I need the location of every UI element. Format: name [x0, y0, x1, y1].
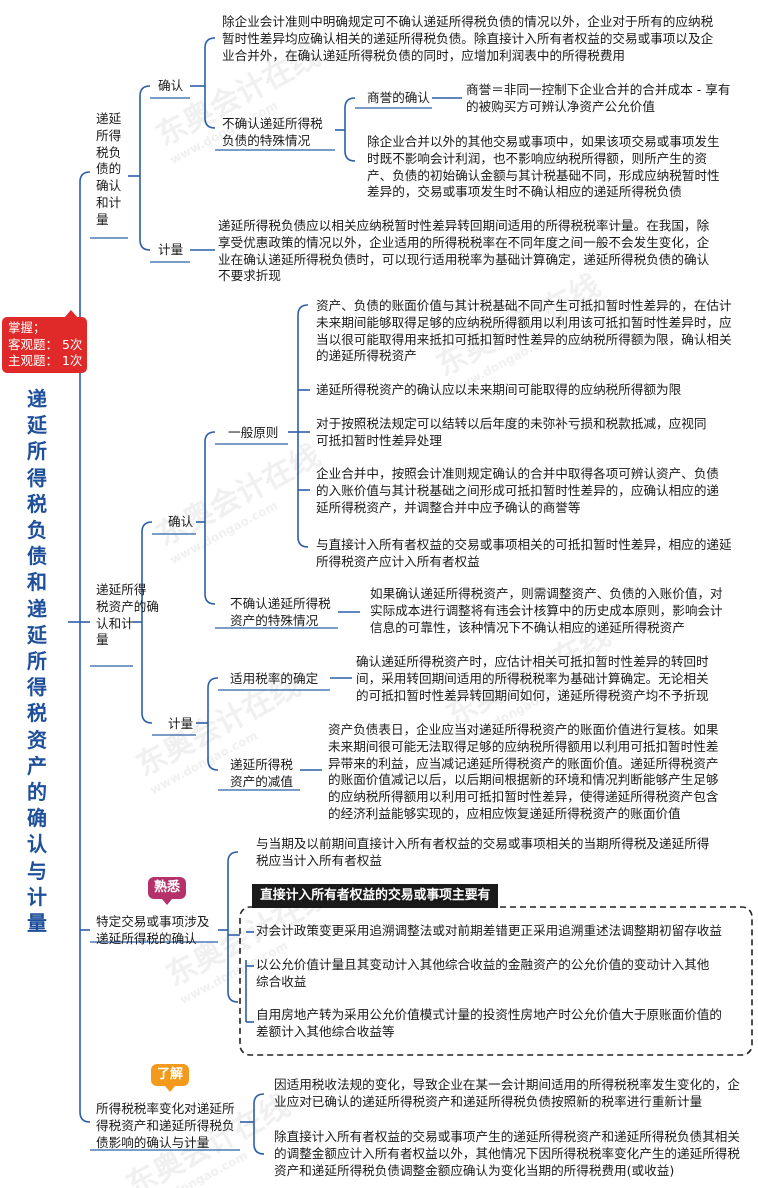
- equity-item-3: 自用房地产转为采用公允价值模式计量的投资性房地产时公允价值大于原账面价值的 差额…: [256, 1007, 722, 1039]
- principle-item-1: 资产、负债的账面价值与其计税基础不同产生可抵扣暂时性差异的，在估计 未来期间能够…: [316, 298, 732, 364]
- rate-change-text-2: 除直接计入所有者权益的交易或事项产生的递延所得税资产和递延所得税负债其相关 的调…: [274, 1129, 740, 1178]
- special-label: 特定交易或事项涉及 递延所得税的确认: [96, 914, 210, 946]
- rate-change-text-1: 因适用税收法规的变化，导致企业在某一会计期间适用的所得税税率发生变化的，企 业应…: [274, 1077, 740, 1109]
- liability-label: 递延 所得 税负 债的 确认 和计 量: [96, 111, 122, 227]
- rate-determination-label: 适用税率的确定: [230, 671, 319, 686]
- liability-measure-label: 计量: [158, 242, 184, 257]
- liability-recognize-label: 确认: [158, 78, 184, 93]
- asset-measure-label: 计量: [168, 716, 194, 731]
- asset-exception-text: 如果确认递延所得税资产，则需调整资产、负债的入账价值，对 实际成本进行调整将有违…: [370, 586, 723, 635]
- goodwill-text: 商誉＝非同一控制下企业合并的合并成本 - 享有 的被购买方可辨认净资产公允价值: [466, 82, 731, 114]
- liability-general-text: 除企业会计准则中明确规定可不确认递延所得税负债的情况以外，企业对于所有的应纳税 …: [222, 14, 714, 63]
- understand-tag: 了解: [151, 1064, 190, 1092]
- liability-measure-text: 递延所得税负债应以相关应纳税暂时性差异转回期间适用的所得税税率计量。在我国，除 …: [218, 218, 710, 284]
- rate-determination-text: 确认递延所得税资产时，应估计相关可抵扣暂时性差异的转回时 间，采用转回期间适用的…: [356, 654, 709, 703]
- principle-item-3: 对于按照税法规定可以结转以后年度的未弥补亏损和税款抵减，应视同 可抵扣暂时性差异…: [316, 416, 707, 448]
- general-principle-label: 一般原则: [228, 425, 279, 440]
- asset-label: 递延所得 税资产的确 认和计 量: [96, 582, 159, 648]
- liability-other-exception-text: 除企业合并以外的其他交易或事项中，如果该项交易或事项发生 时既不影响会计利润，也…: [367, 134, 720, 200]
- liability-exception-label: 不确认递延所得税 负债的特殊情况: [222, 116, 323, 148]
- root-title: 递 延 所 得 税 负 债 和 递 延 所 得 税 资 产 的 确 认 与 计 …: [27, 387, 47, 936]
- asset-exception-label: 不确认递延所得税 资产的特殊情况: [230, 596, 331, 628]
- mastery-badge: 掌握； 客观题： 5次 主观题： 1次: [2, 310, 87, 373]
- principle-item-5: 与直接计入所有者权益的交易或事项相关的可抵扣暂时性差异，相应的递延 所得税资产应…: [316, 537, 732, 569]
- equity-item-1: 对会计政策变更采用追溯调整法或对前期差错更正采用追溯重述法调整期初留存收益: [256, 923, 722, 938]
- asset-impairment-text: 资产负债表日，企业应当对递延所得税资产的账面价值进行复核。如果 未来期间很可能无…: [328, 722, 719, 821]
- rate-change-label: 所得税税率变化对递延所 得税资产和递延所得税负 债影响的确认与计量: [96, 1101, 235, 1150]
- asset-recognize-label: 确认: [168, 514, 194, 529]
- familiar-tag: 熟悉: [148, 877, 187, 905]
- asset-impairment-label: 递延所得税 资产的减值: [230, 757, 293, 789]
- equity-item-2: 以公允价值计量且其变动计入其他综合收益的金融资产的公允价值的变动计入其他 综合收…: [256, 957, 710, 989]
- goodwill-label: 商誉的确认: [367, 90, 430, 105]
- equity-items-heading: 直接计入所有者权益的交易或事项主要有: [252, 884, 499, 908]
- special-text: 与当期及以前期间直接计入所有者权益的交易或事项相关的当期所得税及递延所得 税应当…: [256, 836, 710, 868]
- principle-item-4: 企业合并中，按照会计准则规定确认的合并中取得各项可辨认资产、负债 的入账价值与其…: [316, 466, 719, 515]
- principle-item-2: 递延所得税资产的确认应以未来期间可能取得的应纳税所得额为限: [316, 382, 682, 397]
